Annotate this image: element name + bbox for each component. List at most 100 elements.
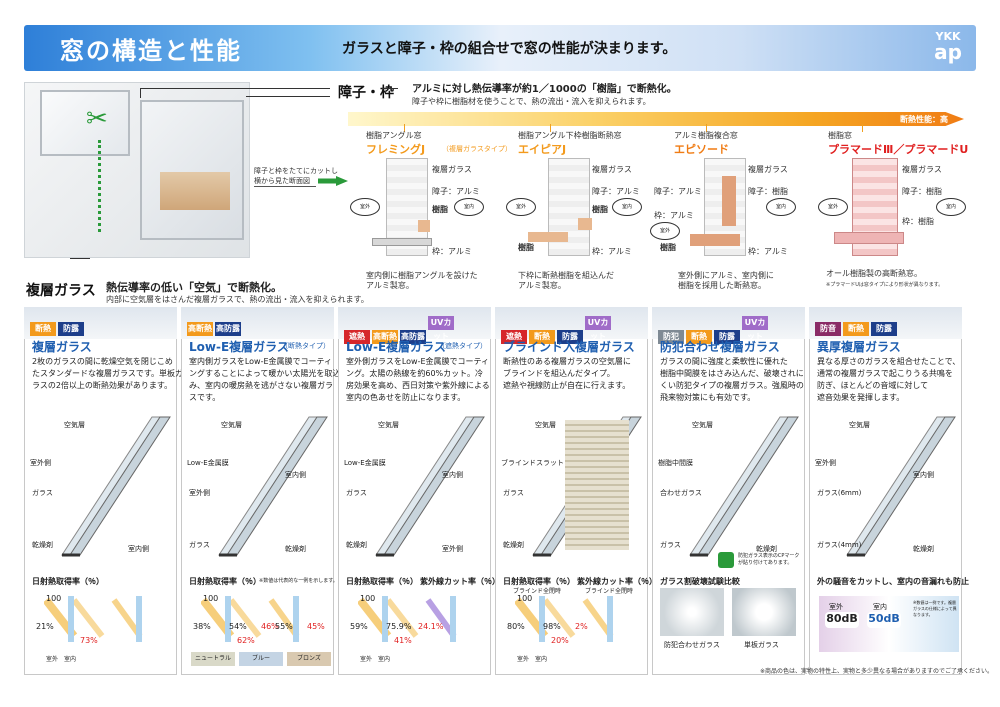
tag-row: 防音断熱防露	[815, 316, 899, 336]
feature-tag: UVカット	[585, 316, 611, 341]
glass-label: Low-E金属膜	[344, 459, 386, 467]
aluminum-sub: 障子や枠に樹脂材を使うことで、熱の流出・流入を抑えられます。	[412, 97, 651, 106]
outdoor-bubble: 室外	[506, 198, 536, 216]
cut-section	[160, 172, 230, 210]
product-category: 樹脂窓	[828, 131, 852, 140]
chart-outdoor: 室外	[46, 656, 59, 663]
card-title: Low-E複層ガラス	[346, 340, 446, 354]
chart-sub: ブラインド全閉時	[513, 588, 562, 595]
glass-label: 室外側	[815, 459, 836, 467]
chart-title: 外の騒音をカットし、室内の音漏れも防止	[817, 577, 969, 586]
card-desc: 2枚のガラスの間に乾燥空気を閉じこめ	[32, 357, 173, 366]
indoor-db: 50dB	[867, 612, 901, 628]
label: 枠：アルミ	[654, 211, 694, 220]
card-title: 異厚複層ガラス	[817, 340, 901, 354]
bar-tick	[550, 124, 551, 132]
header-banner	[24, 25, 976, 71]
product-desc: 樹脂を採用した断熱窓。	[678, 281, 766, 290]
chart-value: 38%	[193, 622, 211, 631]
chart-value: 41%	[394, 636, 412, 645]
card-title: 複層ガラス	[32, 340, 92, 354]
callout-line	[254, 186, 316, 187]
feature-tag: 防音	[815, 322, 841, 336]
feature-tag: 遮熱	[344, 330, 370, 344]
window-glass-pane	[40, 90, 130, 156]
feature-tag: 高断熱	[372, 330, 398, 344]
compare-label: 単板ガラス	[744, 641, 779, 649]
chart-title: 紫外線カット率（％）	[420, 577, 500, 586]
color-swatch: ブルー	[239, 652, 283, 666]
chart-indoor: 室内	[535, 656, 548, 663]
chart-value: 80%	[507, 622, 525, 631]
card-desc: くい防犯タイプの複層ガラス。強風時の	[660, 381, 804, 390]
chart-value: 46%	[261, 622, 279, 631]
glass-illustration	[837, 405, 959, 560]
resin-part	[528, 232, 568, 242]
card	[24, 307, 177, 675]
card-desc: 断熱性のある複層ガラスの空気層に	[503, 357, 631, 366]
chart-value: 21%	[36, 622, 54, 631]
page-subtitle: ガラスと障子・枠の組合せで窓の性能が決まります。	[342, 41, 677, 57]
product-desc: 室外側にアルミ、室内側に	[678, 271, 774, 280]
glass-label: 樹脂中間膜	[658, 459, 693, 467]
outdoor-label: 室外	[829, 603, 843, 611]
feature-tag: 防露	[714, 330, 740, 344]
feature-tag: 高防露	[215, 322, 241, 336]
glass-label: 乾燥剤	[346, 541, 367, 549]
glass-label: ガラス(4mm)	[817, 541, 862, 549]
card-desc: スです。	[189, 393, 221, 402]
label: 複層ガラス	[902, 165, 942, 174]
indoor-bubble: 室内	[936, 198, 966, 216]
label: 複層ガラス	[748, 165, 788, 174]
product-category: 樹脂アングル窓	[366, 131, 422, 140]
glass-label: 乾燥剤	[756, 545, 777, 553]
bar-tick	[404, 124, 405, 132]
tag-row: 防犯断熱防露UVカット	[658, 316, 770, 344]
chart-title: 日射熱取得率（％）	[189, 577, 261, 586]
card-desc: 通常の複層ガラスで起こりうる共鳴を	[817, 369, 953, 378]
cp-mark-note: 防犯ガラス表示のCPマークが貼り付けてあります。	[738, 553, 800, 566]
solar-arrows	[356, 596, 478, 642]
outdoor-db: 80dB	[825, 612, 859, 628]
product-desc: アルミ製窓。	[518, 281, 566, 290]
chart-title: ガラス割破壊試験比較	[660, 577, 740, 586]
glass-label: 乾燥剤	[32, 541, 53, 549]
card	[181, 307, 334, 675]
cp-mark-icon	[718, 552, 734, 568]
glass-label: ガラス	[32, 489, 53, 497]
card-desc: 樹脂中間膜をはさみ込んだ、破壊されに	[660, 369, 804, 378]
tag-row: 断熱防露	[30, 316, 86, 336]
product-desc: 室内側に樹脂アングルを設けた	[366, 271, 478, 280]
indoor-bubble: 室内	[766, 198, 796, 216]
feature-tag: 高防露	[400, 330, 426, 344]
chart-value: 100	[517, 594, 533, 603]
solar-arrows	[199, 596, 321, 642]
glass-label: 空気層	[64, 421, 85, 429]
label: 障子：樹脂	[902, 187, 942, 196]
page-title: 窓の構造と性能	[60, 37, 242, 65]
card-desc: ブラインドを組込んだタイプ。	[503, 369, 615, 378]
chart-value: 2%	[575, 622, 588, 631]
indoor-label: 室内	[873, 603, 887, 611]
label: 枠：樹脂	[902, 217, 934, 226]
glass-label: ガラス(6mm)	[817, 489, 862, 497]
product-name: フレミングJ	[366, 143, 426, 156]
chart-value: 20%	[551, 636, 569, 645]
performance-bar-label: 断熱性能：高	[900, 115, 948, 124]
feature-tag: 断熱	[843, 322, 869, 336]
glass-label: 室内側	[285, 471, 306, 479]
card-title: 防犯合わせ複層ガラス	[660, 340, 780, 354]
footnote: ※商品の色は、実物の特性上、実物と多少異なる場合がありますのでご了承ください。	[760, 668, 994, 675]
resin-part	[722, 176, 736, 226]
chart-note: ※数値は代表的な一例を示します。	[259, 578, 338, 584]
glass-illustration	[680, 405, 802, 560]
product-desc: アルミ製窓。	[366, 281, 414, 290]
card-desc: 飛来物対策にも有効です。	[660, 393, 756, 402]
feature-tag: 防露	[557, 330, 583, 344]
chart-value: 62%	[237, 636, 255, 645]
tag-row: 遮熱高断熱高防露UVカット	[344, 316, 456, 344]
feature-tag: 断熱	[686, 330, 712, 344]
feature-tag: 高断熱	[187, 322, 213, 336]
product-name: エイピアJ	[518, 143, 567, 156]
chart-value: 100	[360, 594, 376, 603]
